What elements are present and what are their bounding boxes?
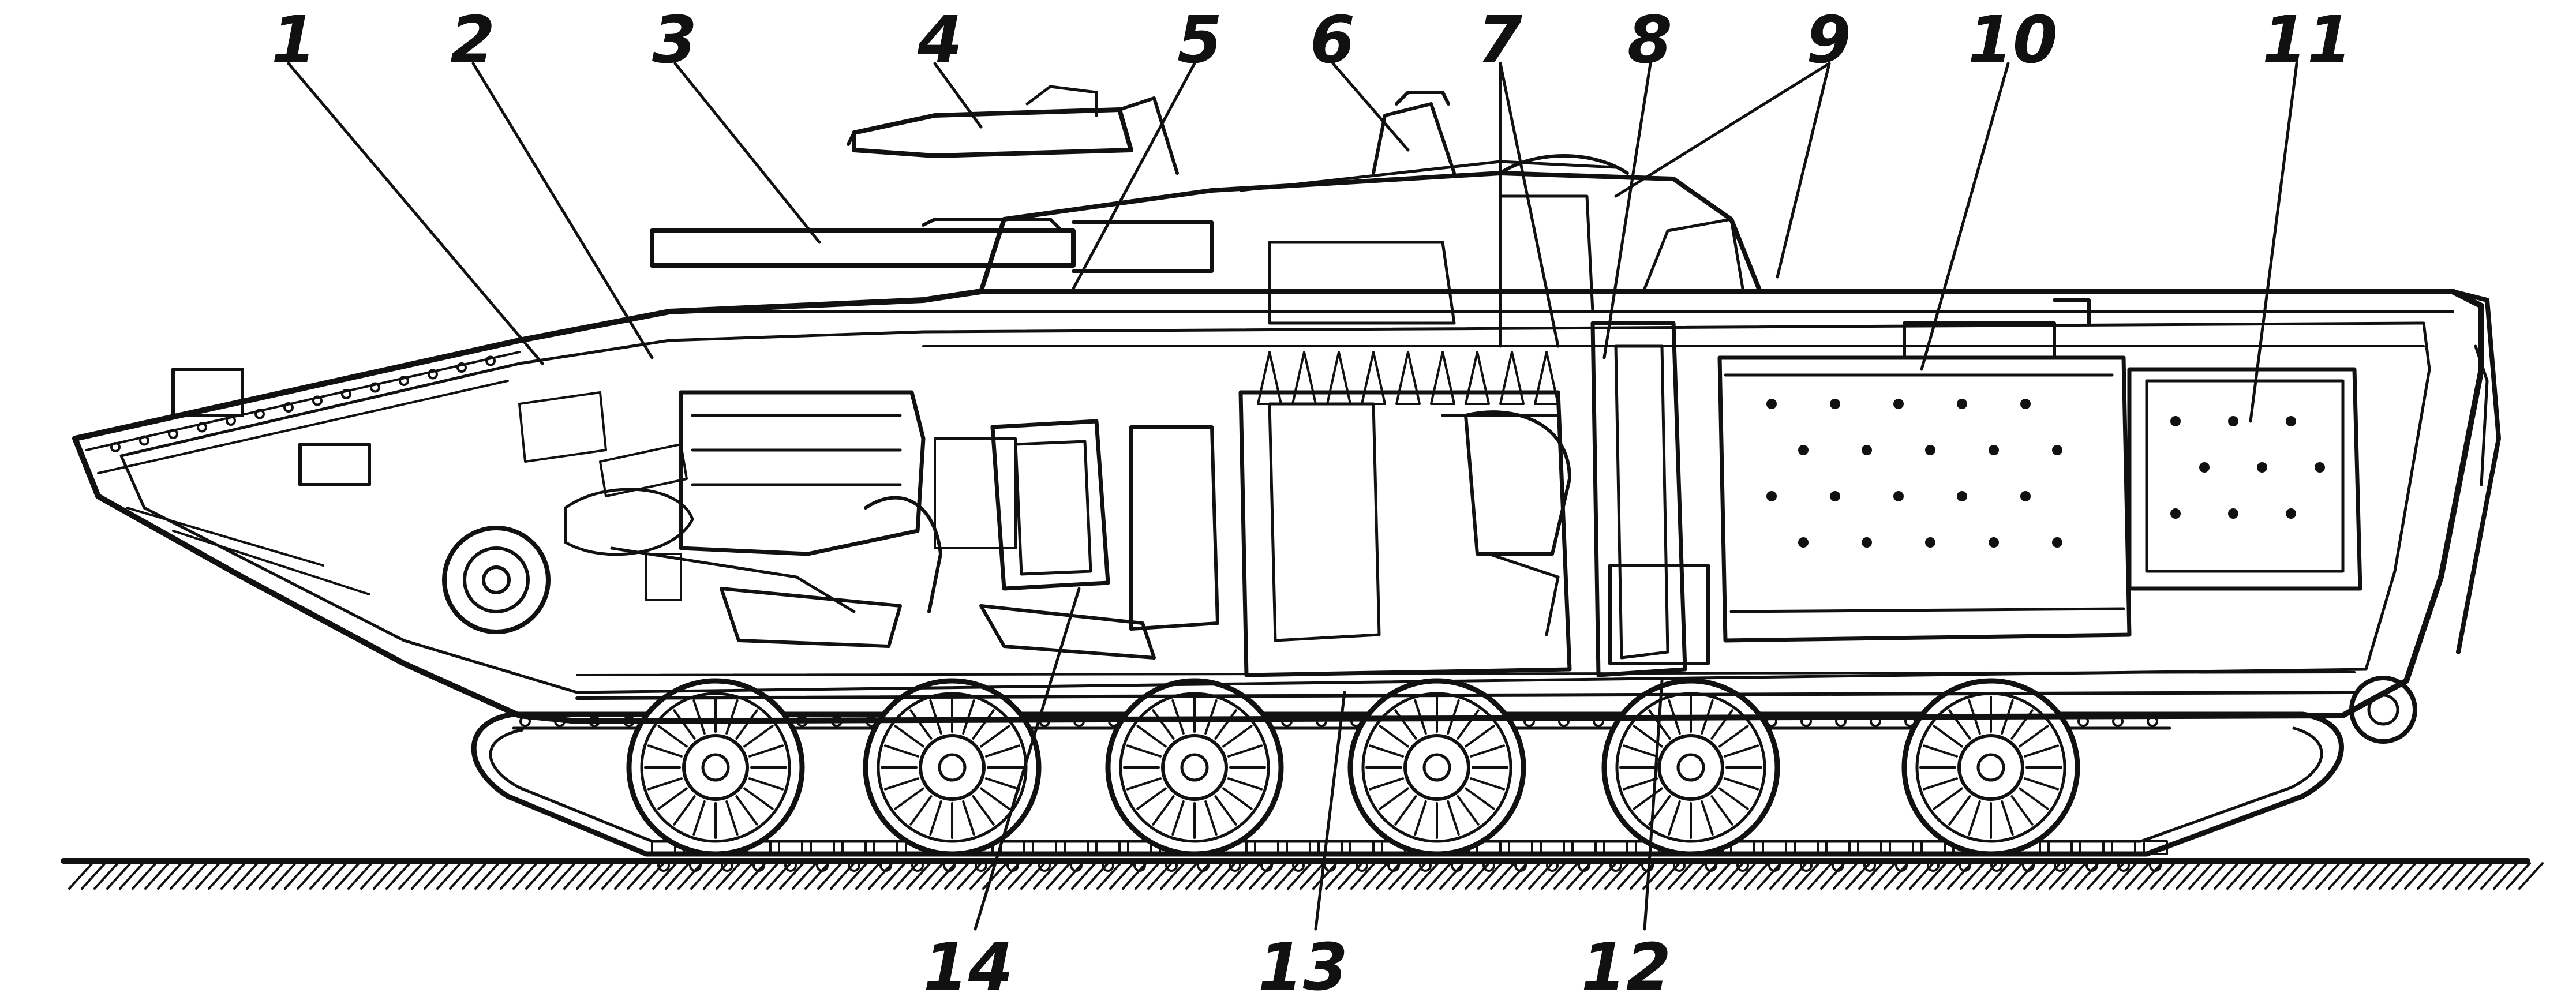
callout-1: 1 bbox=[271, 3, 316, 78]
callout-3: 3 bbox=[652, 3, 697, 78]
ground bbox=[61, 858, 2544, 890]
callout-10: 10 bbox=[1968, 3, 2058, 78]
callout-14: 14 bbox=[923, 930, 1013, 1004]
crew-seat-area bbox=[864, 419, 1219, 660]
road-wheel bbox=[1347, 678, 1526, 857]
leader-lines bbox=[287, 62, 2298, 931]
road-wheel bbox=[626, 678, 805, 857]
callout-4: 4 bbox=[917, 3, 963, 78]
road-wheel bbox=[1601, 678, 1780, 857]
callout-7: 7 bbox=[1477, 3, 1522, 78]
callouts: 1 2 3 4 5 6 7 8 9 10 11 12 13 14 bbox=[271, 3, 2352, 1004]
gunner-station bbox=[1590, 218, 1744, 677]
road-wheel bbox=[1901, 678, 2080, 857]
road-wheel bbox=[863, 678, 1042, 857]
callout-13: 13 bbox=[1258, 930, 1348, 1004]
callout-2: 2 bbox=[450, 3, 495, 78]
callout-12: 12 bbox=[1581, 930, 1671, 1004]
engine-compartment bbox=[518, 390, 1017, 648]
callout-11: 11 bbox=[2262, 3, 2352, 78]
road-wheel bbox=[1105, 678, 1284, 857]
callout-8: 8 bbox=[1627, 3, 1672, 78]
callout-6: 6 bbox=[1310, 3, 1355, 78]
road-wheels bbox=[626, 678, 2080, 857]
turret bbox=[650, 85, 1762, 325]
callout-9: 9 bbox=[1806, 3, 1851, 78]
callout-5: 5 bbox=[1177, 3, 1222, 78]
turret-basket bbox=[1238, 351, 1572, 677]
troop-compartment bbox=[1717, 298, 2362, 643]
